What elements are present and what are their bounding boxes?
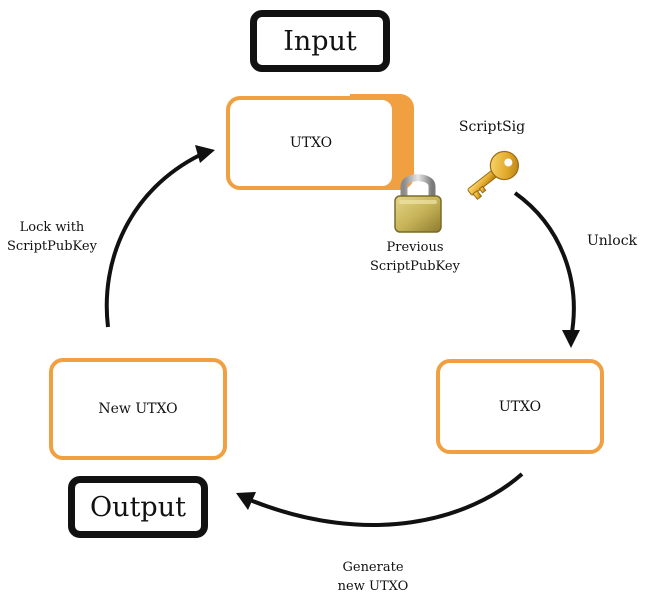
generate-line2: new UTXO (337, 579, 409, 594)
lock-arrowhead (195, 145, 215, 163)
output-box: Output (68, 476, 208, 538)
generate-line1: Generate (342, 560, 404, 575)
input-box: Input (250, 10, 390, 72)
utxo-top-box: UTXO (226, 96, 396, 190)
lock-line1: Lock with (19, 220, 85, 235)
output-label: Output (90, 491, 186, 523)
input-label: Input (283, 25, 357, 57)
new-utxo-box: New UTXO (49, 358, 227, 460)
generate-arrowhead (236, 492, 256, 510)
previous-line1: Previous (386, 240, 444, 255)
lock-arrow (104, 153, 201, 328)
lock-line2: ScriptPubKey (7, 239, 97, 254)
new-utxo-label: New UTXO (98, 401, 178, 417)
padlock-icon (394, 174, 442, 233)
utxo-right-label: UTXO (498, 398, 542, 415)
unlock-arrowhead (562, 330, 580, 348)
scriptsig-label: ScriptSig (458, 119, 526, 135)
key-icon (467, 150, 519, 200)
generate-label: Generate new UTXO (318, 558, 428, 596)
utxo-top-label: UTXO (289, 135, 333, 151)
previous-scriptpubkey-label: Previous ScriptPubKey (355, 238, 475, 276)
unlock-arrow (513, 191, 576, 339)
utxo-right-box: UTXO (436, 359, 604, 454)
generate-arrow (249, 472, 524, 527)
lock-label: Lock with ScriptPubKey (0, 218, 104, 256)
previous-line2: ScriptPubKey (370, 259, 460, 274)
unlock-label: Unlock (586, 233, 638, 249)
